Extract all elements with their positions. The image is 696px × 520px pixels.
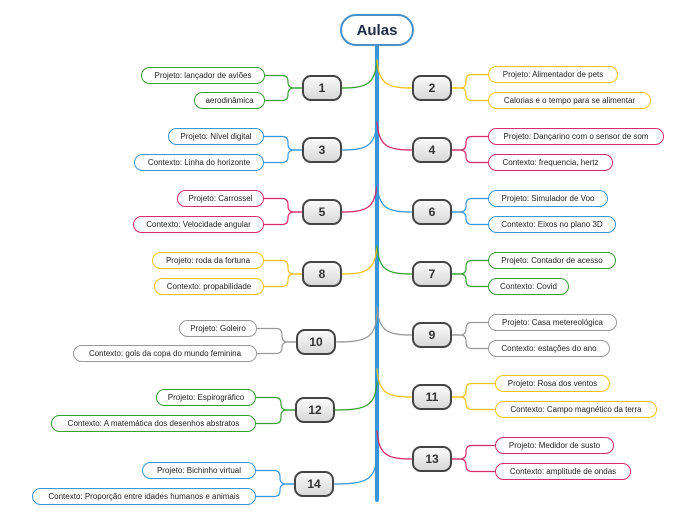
leaf-7-context[interactable]: Contexto: Covid: [488, 278, 569, 295]
leaf-11-project[interactable]: Projeto: Rosa dos ventos: [495, 375, 610, 392]
topic-node-6[interactable]: 6: [412, 199, 452, 225]
topic-node-10[interactable]: 10: [296, 329, 336, 355]
topic-node-7[interactable]: 7: [412, 261, 452, 287]
leaf-line-11-0: [451, 382, 496, 398]
branch-line-10: [335, 313, 378, 343]
leaf-line-14-0: [255, 469, 295, 485]
leaf-line-7-1: [451, 273, 489, 288]
leaf-2-context[interactable]: Calorias e o tempo para se alimentar: [488, 92, 651, 109]
leaf-line-2-1: [451, 87, 489, 102]
leaf-line-13-1: [451, 458, 496, 473]
branch-line-7: [376, 245, 413, 275]
leaf-12-project[interactable]: Projeto: Espirográfico: [156, 389, 256, 406]
leaf-line-5-0: [263, 197, 303, 213]
branch-line-12: [334, 381, 378, 411]
leaf-line-3-1: [263, 149, 303, 164]
leaf-line-2-0: [451, 73, 489, 89]
topic-node-2[interactable]: 2: [412, 75, 452, 101]
leaf-line-9-0: [451, 321, 489, 336]
leaf-line-4-0: [451, 135, 489, 151]
leaf-line-9-1: [451, 334, 489, 350]
leaf-10-project[interactable]: Projeto: Goleiro: [179, 320, 257, 337]
leaf-line-12-0: [255, 396, 296, 411]
topic-node-13[interactable]: 13: [412, 446, 452, 472]
leaf-1-project[interactable]: Projeto: lançador de aviões: [141, 67, 265, 84]
topic-node-8[interactable]: 8: [302, 261, 342, 287]
leaf-line-6-1: [451, 211, 489, 226]
leaf-12-context[interactable]: Contexto: A matemática dos desenhos abst…: [51, 415, 256, 432]
leaf-13-context[interactable]: Contexto: amplitude de ondas: [495, 463, 631, 480]
leaf-line-7-0: [451, 259, 489, 275]
leaf-line-8-1: [263, 273, 303, 288]
leaf-line-10-1: [256, 341, 297, 355]
leaf-line-13-0: [451, 444, 496, 460]
branch-line-13: [376, 430, 413, 460]
leaf-line-8-0: [263, 259, 303, 275]
leaf-5-project[interactable]: Projeto: Carrossel: [177, 190, 264, 207]
leaf-7-project[interactable]: Projeto: Contador de acesso: [488, 252, 616, 269]
leaf-line-3-0: [263, 135, 303, 151]
topic-node-3[interactable]: 3: [302, 137, 342, 163]
leaf-line-6-0: [451, 197, 489, 213]
branch-line-9: [376, 306, 413, 336]
branch-line-8: [341, 245, 378, 275]
topic-node-4[interactable]: 4: [412, 137, 452, 163]
leaf-9-project[interactable]: Projeto: Casa metereológica: [488, 314, 617, 331]
leaf-line-1-0: [264, 74, 303, 89]
branch-line-6: [376, 183, 413, 213]
branch-line-4: [376, 121, 413, 151]
topic-node-11[interactable]: 11: [412, 384, 452, 410]
leaf-line-12-1: [255, 409, 296, 425]
topic-node-14[interactable]: 14: [294, 471, 334, 497]
topic-node-5[interactable]: 5: [302, 199, 342, 225]
leaf-3-context[interactable]: Contexto: Linha do horizonte: [134, 154, 264, 171]
branch-line-3: [341, 121, 378, 151]
leaf-3-project[interactable]: Projeto: Nível digital: [168, 128, 264, 145]
leaf-8-context[interactable]: Contexto: propabilidade: [154, 278, 264, 295]
leaf-4-project[interactable]: Projeto: Dançarino com o sensor de som: [488, 128, 664, 145]
leaf-6-context[interactable]: Contexto: Eixos no plano 3D: [488, 216, 616, 233]
leaf-line-11-1: [451, 396, 496, 411]
root-node[interactable]: Aulas: [340, 14, 414, 46]
leaf-14-project[interactable]: Projeto: Bichinho virtual: [142, 462, 256, 479]
leaf-1-context[interactable]: aerodinâmica: [194, 92, 265, 109]
branch-line-11: [376, 368, 413, 398]
leaf-line-4-1: [451, 149, 489, 164]
leaf-5-context[interactable]: Contexto: Velocidade angular: [133, 216, 264, 233]
leaf-line-5-1: [263, 211, 303, 226]
leaf-2-project[interactable]: Projeto: Alimentador de pets: [488, 66, 618, 83]
leaf-6-project[interactable]: Projeto: Simulador de Voo: [488, 190, 608, 207]
leaf-8-project[interactable]: Projeto: roda da fortuna: [152, 252, 264, 269]
leaf-line-14-1: [255, 483, 295, 498]
leaf-11-context[interactable]: Contexto: Campo magnético da terra: [495, 401, 657, 418]
branch-line-14: [333, 455, 378, 485]
leaf-line-1-1: [264, 87, 303, 102]
branch-line-2: [376, 59, 413, 89]
leaf-14-context[interactable]: Contexto: Proporção entre idades humanos…: [32, 488, 256, 505]
leaf-10-context[interactable]: Contexto: gols da copa do mundo feminina: [73, 345, 257, 362]
topic-node-1[interactable]: 1: [302, 75, 342, 101]
topic-node-12[interactable]: 12: [295, 397, 335, 423]
branch-line-1: [341, 59, 378, 89]
branch-line-5: [341, 183, 378, 213]
leaf-13-project[interactable]: Projeto: Medidor de susto: [495, 437, 614, 454]
leaf-4-context[interactable]: Contexto: frequencia, hertz: [488, 154, 613, 171]
leaf-9-context[interactable]: Contexto: estações do ano: [488, 340, 610, 357]
topic-node-9[interactable]: 9: [412, 322, 452, 348]
leaf-line-10-0: [256, 327, 297, 343]
